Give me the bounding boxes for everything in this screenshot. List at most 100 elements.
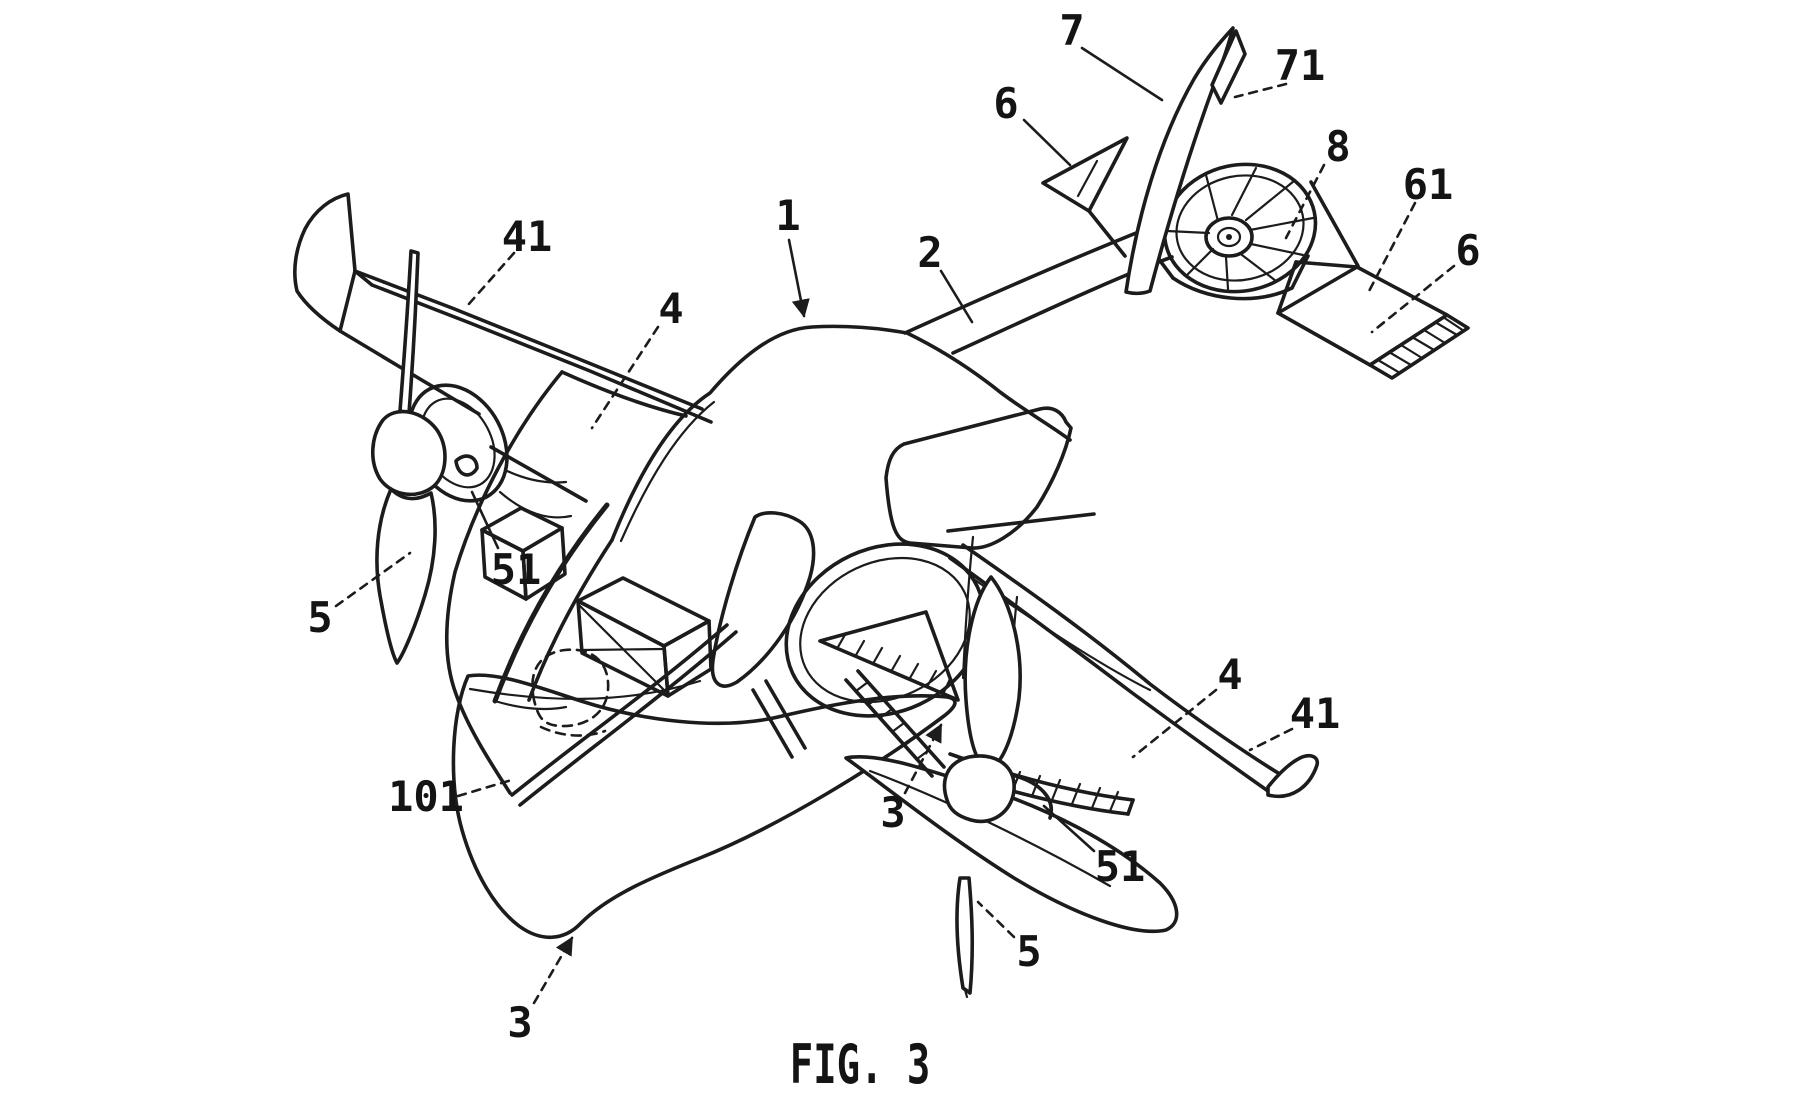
left-prop-blade-up	[398, 249, 420, 415]
leader-line-3-hull-left	[532, 936, 574, 1005]
right-wing-root-line	[946, 512, 1096, 533]
ref-label-101: 101	[388, 772, 464, 821]
canopy-dome	[610, 324, 1072, 542]
left-prop-blade-down	[375, 487, 437, 665]
right-nacelle-ring	[784, 542, 986, 718]
ref-label-61: 61	[1403, 160, 1454, 209]
tail-fan-rim-inner	[1175, 174, 1305, 282]
right-prop-blade-tip	[963, 988, 969, 999]
right-float-deck-line	[868, 769, 1112, 888]
right-propeller	[784, 535, 1053, 999]
ref-label-5-left: 5	[307, 593, 332, 642]
leader-lines-layer	[334, 46, 1456, 1005]
right-nacelle-ring-inner	[799, 556, 971, 704]
right-tailplane-hatching	[1376, 315, 1466, 375]
ref-label-2: 2	[917, 228, 942, 277]
leader-line-51-left	[470, 490, 500, 550]
left-wing-leading-edge	[338, 329, 481, 416]
leader-line-61	[1365, 201, 1417, 297]
leader-line-41-right	[1248, 727, 1294, 752]
ref-label-71: 71	[1275, 41, 1326, 90]
leader-line-5-left	[334, 551, 412, 608]
ref-label-7: 7	[1059, 6, 1084, 55]
right-tailplane-root-b	[1276, 260, 1298, 315]
left-tailplane	[1041, 136, 1129, 213]
instrument-box-side	[521, 526, 567, 601]
tail-assembly	[903, 26, 1470, 380]
right-tailplane-root-a	[1294, 260, 1359, 269]
left-wing-trailing-edge	[353, 269, 704, 411]
ref-label-1: 1	[775, 191, 800, 240]
pilot-seat-outline	[531, 648, 610, 728]
wing-root-flap-edge	[818, 610, 960, 702]
right-tailplane-edge-band	[1368, 313, 1470, 380]
tail-fan-housing	[1171, 276, 1294, 301]
ref-label-51-right: 51	[1095, 842, 1146, 891]
tail-fan-hub	[1204, 216, 1254, 258]
cockpit-interior	[480, 506, 713, 737]
cabin-sill	[493, 699, 568, 711]
leader-line-1	[787, 238, 810, 318]
ref-label-41-right: 41	[1290, 689, 1341, 738]
leader-line-5-right	[976, 900, 1016, 939]
ref-label-3-hull-left: 3	[507, 998, 532, 1047]
right-wing	[946, 512, 1320, 816]
left-propeller	[370, 249, 573, 665]
left-aileron-line	[370, 283, 713, 424]
canopy-dome-inner	[619, 400, 716, 543]
ref-label-51-left: 51	[491, 545, 542, 594]
ref-label-4-left: 4	[658, 284, 683, 333]
right-prop-blade-down	[955, 876, 975, 995]
rudder-tab	[1210, 29, 1247, 105]
left-prop-spinner	[370, 409, 447, 497]
leader-line-2	[939, 269, 974, 324]
right-nacelle-strut-a	[961, 535, 975, 680]
strut-band-b	[856, 669, 946, 769]
console-box-side	[662, 619, 713, 698]
ref-label-6-right: 6	[1455, 226, 1480, 275]
right-prop-spinner	[942, 754, 1016, 824]
ref-label-6-left: 6	[993, 79, 1018, 128]
left-prop-blade-stub	[454, 454, 479, 477]
ref-label-41-left: 41	[502, 212, 553, 261]
leader-line-3-hull-center	[903, 723, 943, 795]
left-nacelle-fairing-top	[503, 468, 568, 484]
left-wing	[293, 192, 713, 503]
tail-fan-hub-dot	[1226, 234, 1232, 240]
ref-label-5-right: 5	[1016, 927, 1041, 976]
left-tailplane-fold	[1076, 159, 1099, 198]
leader-line-6-right	[1370, 264, 1456, 334]
nose-hull-edge	[445, 370, 564, 795]
ref-label-4-right: 4	[1217, 650, 1242, 699]
leader-line-41-left	[466, 251, 516, 307]
strut-band-a	[844, 678, 934, 778]
figure-caption: FIG. 3	[790, 1034, 930, 1097]
tail-fan-hub-inner	[1216, 226, 1242, 248]
cabin-gunwale-a	[510, 623, 729, 797]
cowl-line	[560, 370, 688, 418]
leader-line-4-left	[590, 325, 660, 430]
left-winglet	[293, 192, 357, 333]
windshield-pillar	[492, 502, 610, 704]
leader-line-71	[1233, 82, 1288, 99]
pilot-seat-base	[539, 725, 607, 737]
leader-line-8	[1284, 163, 1326, 240]
float-strut-a	[751, 688, 794, 759]
left-tailplane-link	[1087, 209, 1127, 258]
leader-line-101	[456, 777, 517, 798]
leader-line-51-right	[1042, 804, 1096, 853]
right-aileron-cap	[1126, 798, 1135, 816]
right-winglet	[1266, 754, 1320, 799]
cabin-gunwale-b	[518, 630, 738, 807]
console-brace-b	[580, 647, 664, 652]
leader-line-4-right	[1131, 688, 1218, 759]
windshield-pillar-inner	[527, 538, 614, 702]
float-strut-b	[764, 679, 807, 750]
left-aileron-cap	[353, 269, 374, 287]
ref-label-8: 8	[1325, 122, 1350, 171]
fuselage	[445, 324, 1073, 807]
landing-floats	[451, 610, 1179, 940]
leader-line-6-left	[1022, 118, 1072, 167]
